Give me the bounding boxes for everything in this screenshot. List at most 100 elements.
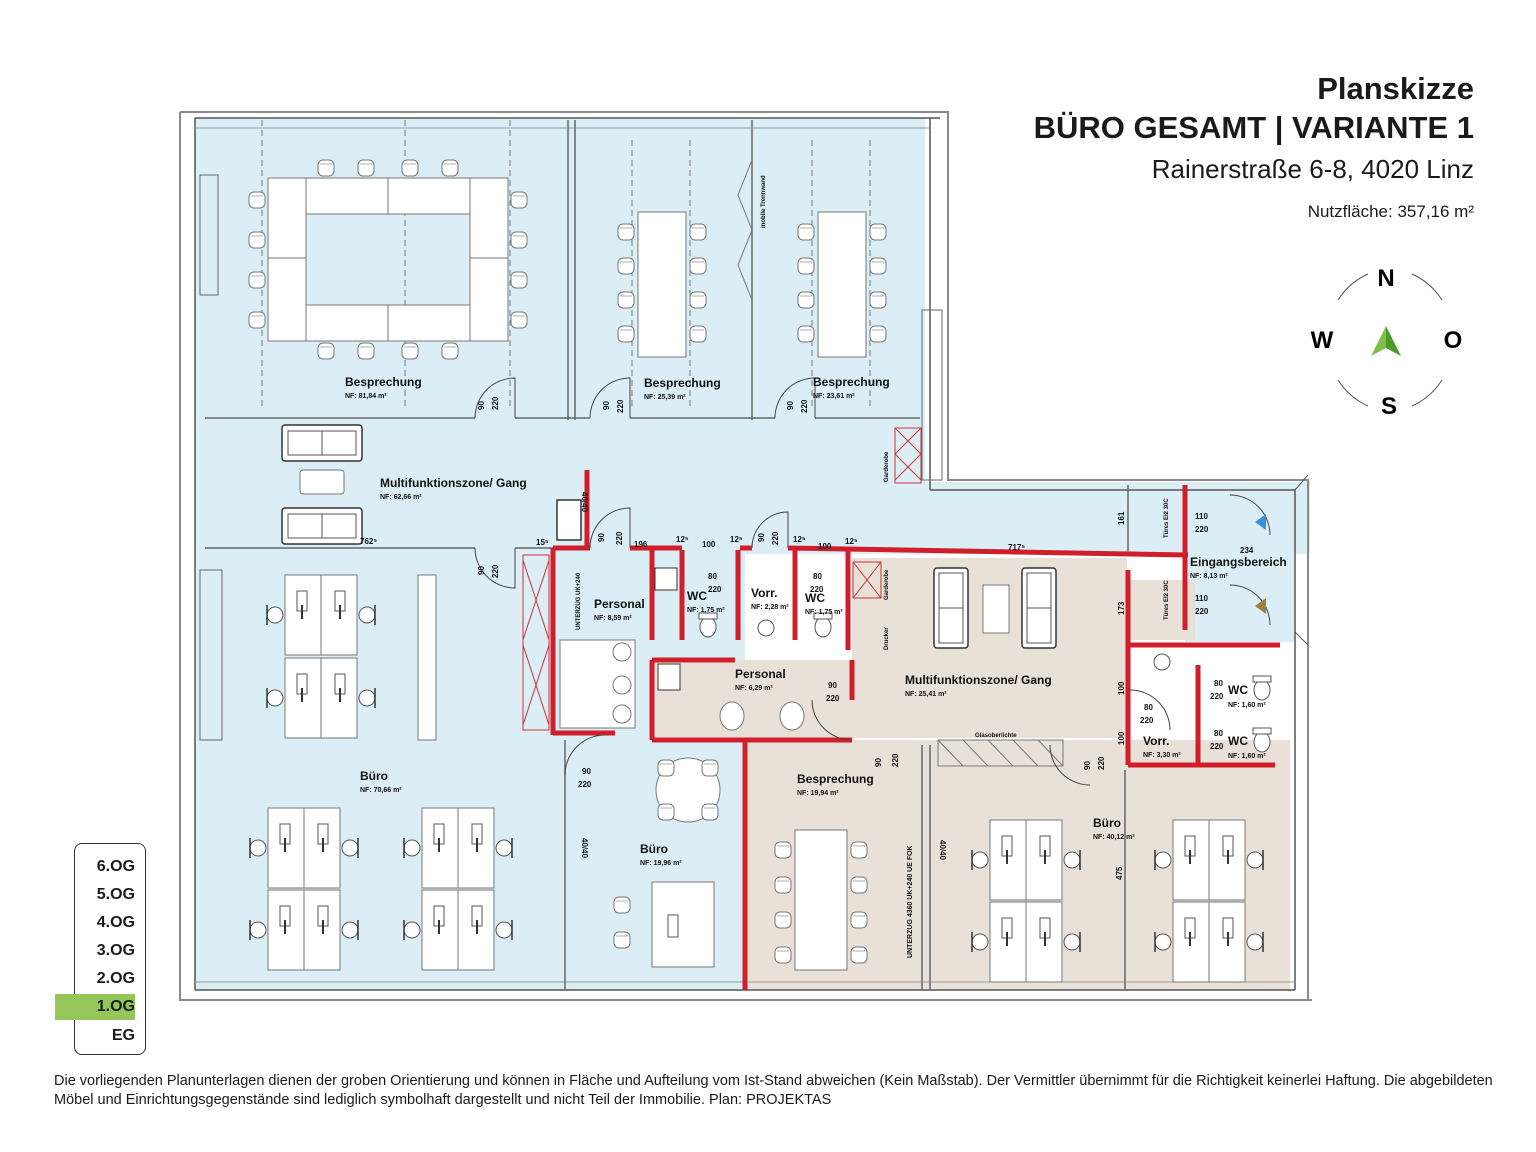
dim-label: 12⁵ <box>730 535 743 544</box>
room-labels: Besprechung NF: 81,84 m² Besprechung NF:… <box>345 375 1287 867</box>
room-area: NF: 19,94 m² <box>797 790 839 797</box>
room-area: NF: 8,13 m² <box>1190 573 1228 580</box>
dim-label: 40/40 <box>580 838 589 859</box>
room-name: Multifunktionszone/ Gang <box>380 476 527 490</box>
room-area: NF: 1,60 m² <box>1228 753 1266 760</box>
floor-item[interactable]: 6.OG <box>96 858 135 875</box>
door-swings <box>474 377 1271 786</box>
room-name: WC <box>687 589 707 603</box>
dim-label: 90 <box>1083 761 1092 770</box>
dim-label: 220 <box>771 531 780 545</box>
floor-item[interactable]: EG <box>111 1027 135 1044</box>
dim-label: 100 <box>1117 681 1126 695</box>
dim-label: 12⁵ <box>676 535 689 544</box>
dim-label: 80 <box>708 572 717 581</box>
dim-label: 220 <box>800 399 809 413</box>
annotation: mobile Trennwand <box>761 175 767 228</box>
dim-label: 220 <box>491 564 500 578</box>
room-area: NF: 8,59 m² <box>594 615 632 622</box>
dim-label: 80 <box>813 572 822 581</box>
dim-label: 220 <box>1195 525 1209 534</box>
dimension-labels: 90 220 90 220 90 220 90 220 90 220 90 22… <box>360 175 1254 958</box>
exit-arrow-icon <box>1255 598 1266 614</box>
conference-table-4 <box>774 829 868 971</box>
dim-label: 475 <box>1115 866 1124 880</box>
dim-label: 220 <box>1097 756 1106 770</box>
dim-label: 90 <box>828 681 837 690</box>
floor-item-active[interactable]: 1.OG <box>55 994 135 1020</box>
room-name: Büro <box>360 769 388 783</box>
room-area: NF: 25,39 m² <box>644 394 686 401</box>
room-area: NF: 2,28 m² <box>751 604 789 611</box>
dim-label: 220 <box>1210 742 1224 751</box>
compass-south: S <box>1381 393 1397 420</box>
room-area: NF: 62,66 m² <box>380 494 422 501</box>
dim-label: 80 <box>1144 703 1153 712</box>
room-area: NF: 1,60 m² <box>1228 702 1266 709</box>
dim-label: 80 <box>1214 729 1223 738</box>
room-area: NF: 1,75 m² <box>687 607 725 614</box>
dim-label: 90 <box>786 401 795 410</box>
room-name: Personal <box>735 667 786 681</box>
room-area: NF: 3,30 m² <box>1143 752 1181 759</box>
fire-walls <box>550 470 1280 990</box>
room-area: NF: 19,96 m² <box>640 860 682 867</box>
floor-item[interactable]: 2.OG <box>96 970 135 987</box>
dim-label: 234 <box>1240 546 1254 555</box>
room-name: Besprechung <box>797 772 874 786</box>
room-area: NF: 23,61 m² <box>813 393 855 400</box>
dim-label: 90 <box>477 401 486 410</box>
dim-label: 40/40 <box>938 840 947 861</box>
floor-item[interactable]: 3.OG <box>96 942 135 959</box>
room-area: NF: 81,84 m² <box>345 393 387 400</box>
room-name: Multifunktionszone/ Gang <box>905 673 1052 687</box>
room-name: Besprechung <box>644 376 721 390</box>
dim-label: 90 <box>874 758 883 767</box>
dim-label: 220 <box>1140 716 1154 725</box>
dim-label: 90 <box>757 533 766 542</box>
dim-label: 161 <box>1117 511 1126 525</box>
dim-label: 90 <box>597 533 606 542</box>
dim-label: 80 <box>1214 679 1223 688</box>
dim-label: 173 <box>1117 601 1126 615</box>
plan-header: Planskizze BÜRO GESAMT | VARIANTE 1 Rain… <box>1034 70 1474 222</box>
conference-table-large <box>248 159 528 360</box>
floor-item[interactable]: 5.OG <box>96 886 135 903</box>
dim-label: 90 <box>582 767 591 776</box>
dim-label: 220 <box>615 531 624 545</box>
room-name: Vorr. <box>751 586 777 600</box>
interior-partitions <box>205 120 1129 990</box>
annotation: Garderobe <box>884 569 890 600</box>
mobile-partition <box>737 159 753 301</box>
dim-label: 220 <box>708 585 722 594</box>
sanitary-fixtures <box>654 567 1272 753</box>
dim-label: 220 <box>826 694 840 703</box>
dim-label: 220 <box>1195 607 1209 616</box>
floor-item[interactable]: 4.OG <box>96 914 135 931</box>
plan-address: Rainerstraße 6-8, 4020 Linz <box>1151 154 1474 184</box>
room-name: Personal <box>594 597 645 611</box>
annotation: Drucker <box>884 627 890 650</box>
office-desks-1 <box>249 574 513 971</box>
dim-label: 220 <box>616 399 625 413</box>
annotation: Glasoberlichte <box>975 733 1017 739</box>
room-name: Besprechung <box>813 375 890 389</box>
dim-label: 90 <box>602 401 611 410</box>
room-area: NF: 70,66 m² <box>360 787 402 794</box>
dim-label: 717⁵ <box>1008 543 1025 552</box>
dim-label: 100 <box>1117 731 1126 745</box>
room-area: NF: 25,41 m² <box>905 691 947 698</box>
floor-selector: 6.OG 5.OG 4.OG 3.OG 2.OG 1.OG EG <box>55 843 146 1055</box>
conference-table-2 <box>617 211 707 358</box>
compass-west: W <box>1311 327 1334 354</box>
room-name: WC <box>805 591 825 605</box>
north-arrow-icon <box>1371 326 1401 356</box>
overhead-lines <box>261 120 871 410</box>
room-name: Besprechung <box>345 375 422 389</box>
annotation: Türes EI2 30C <box>1164 580 1170 620</box>
dim-label: 15⁵ <box>536 538 549 547</box>
dim-label: 12⁵ <box>845 537 858 546</box>
room-name: Eingangsbereich <box>1190 555 1287 569</box>
lounge-furniture <box>281 424 1057 649</box>
